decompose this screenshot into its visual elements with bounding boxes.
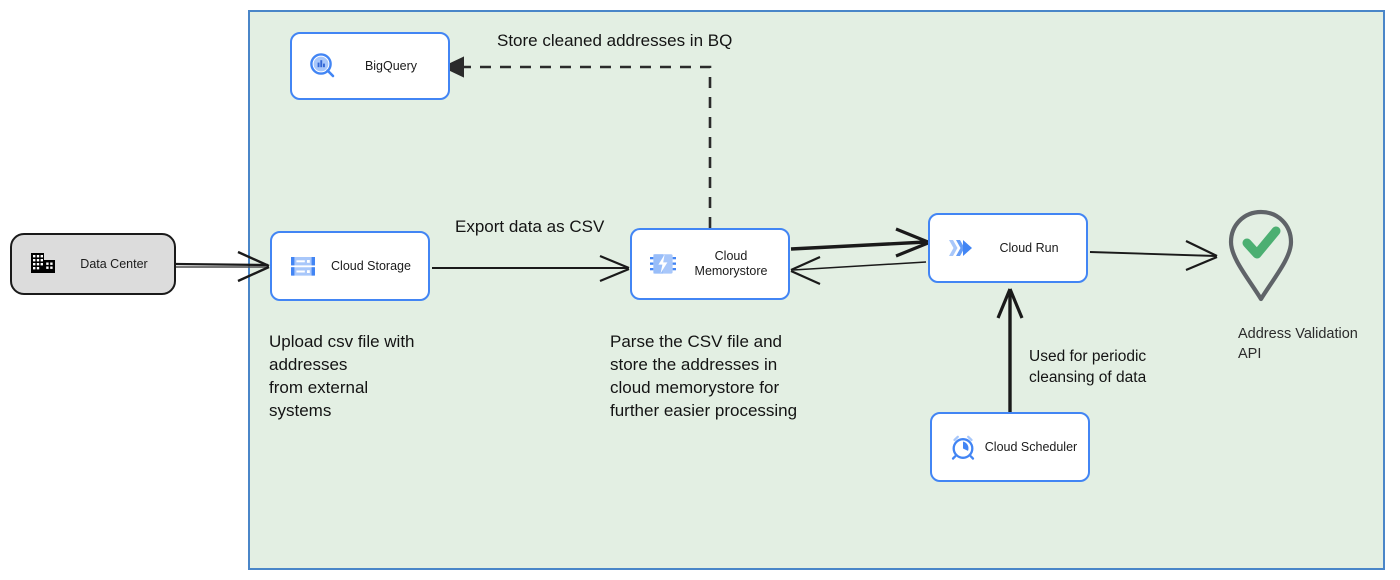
map-pin-check-icon [1228,209,1294,302]
node-label: Cloud Run [999,240,1059,255]
note-parse-csv: Parse the CSV file and store the address… [610,332,798,420]
data-center-building-icon [26,247,60,281]
edge-label-store-cleaned: Store cleaned addresses in BQ [497,31,733,50]
edge-label-periodic-cleansing: Used for periodic cleansing of data [1029,348,1147,386]
node-cloud-scheduler[interactable]: Cloud Scheduler [930,412,1090,482]
google-cloud-boundary [248,10,1385,570]
node-label: Data Center [80,256,148,271]
node-label: Cloud Storage [331,258,411,273]
bigquery-icon [306,49,340,83]
node-label: BigQuery [364,58,418,73]
node-label: Cloud Scheduler [984,439,1078,454]
node-label: Cloud Memorystore [694,249,768,278]
address-validation-api-label: Address Validation API [1238,326,1358,362]
cloud-scheduler-icon [946,430,980,464]
edge-label-export-csv: Export data as CSV [455,217,605,236]
cloud-memorystore-icon [646,247,680,281]
node-cloud-memorystore[interactable]: Cloud Memorystore [630,228,790,300]
node-data-center[interactable]: Data Center [10,233,176,295]
node-address-validation-api[interactable] [1218,206,1304,306]
node-cloud-storage[interactable]: Cloud Storage [270,231,430,301]
note-upload-csv: Upload csv file with addresses from exte… [269,332,415,420]
cloud-storage-icon [286,249,320,283]
node-bigquery[interactable]: BigQuery [290,32,450,100]
cloud-run-icon [944,231,978,265]
node-cloud-run[interactable]: Cloud Run [928,213,1088,283]
